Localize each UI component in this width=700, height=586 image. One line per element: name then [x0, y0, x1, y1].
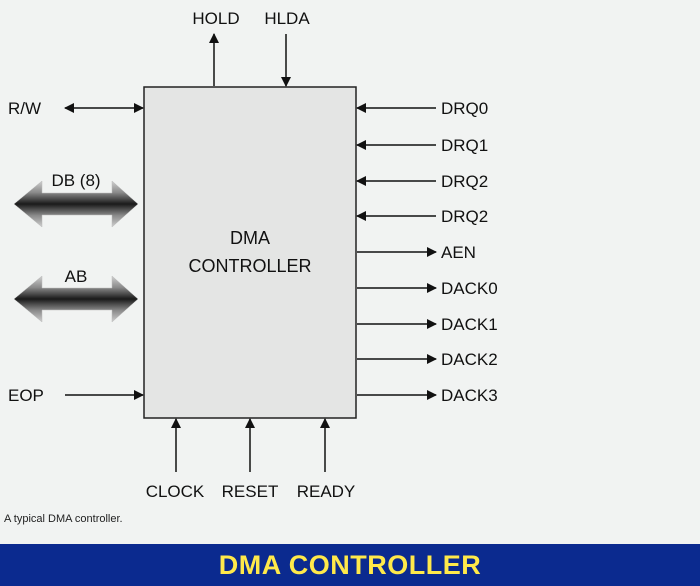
hold-signal: HOLD [192, 9, 240, 86]
dack0-signal: DACK0 [357, 279, 498, 298]
aen-label: AEN [441, 243, 476, 262]
dack2-label: DACK2 [441, 350, 498, 369]
drq1-signal: DRQ1 [356, 136, 488, 155]
address-bus: AB [13, 267, 139, 323]
block-label-line1: DMA [230, 228, 270, 248]
data-bus-label: DB (8) [51, 171, 100, 190]
address-bus-label: AB [65, 267, 88, 286]
data-bus-arrow [13, 180, 139, 228]
dma-diagram: DMA CONTROLLER HOLD HLDA R/W DB (8) AB E… [8, 9, 498, 501]
eop-label: EOP [8, 386, 44, 405]
reset-label: RESET [222, 482, 279, 501]
rw-signal: R/W [8, 99, 144, 118]
drq0-signal: DRQ0 [356, 99, 488, 118]
dack2-signal: DACK2 [357, 350, 498, 369]
title-banner: DMA CONTROLLER [0, 544, 700, 586]
eop-signal: EOP [8, 386, 144, 405]
drq2b-label: DRQ2 [441, 207, 488, 226]
dack1-signal: DACK1 [357, 315, 498, 334]
ready-label: READY [297, 482, 356, 501]
dack3-label: DACK3 [441, 386, 498, 405]
drq1-label: DRQ1 [441, 136, 488, 155]
drq2b-signal: DRQ2 [356, 207, 488, 226]
hlda-label: HLDA [264, 9, 310, 28]
data-bus: DB (8) [13, 171, 139, 228]
hlda-signal: HLDA [264, 9, 310, 87]
dack1-label: DACK1 [441, 315, 498, 334]
aen-signal: AEN [357, 243, 476, 262]
clock-signal: CLOCK [146, 418, 205, 501]
block-label-line2: CONTROLLER [188, 256, 311, 276]
drq2-label: DRQ2 [441, 172, 488, 191]
hold-label: HOLD [192, 9, 239, 28]
banner-title: DMA CONTROLLER [218, 549, 482, 580]
rw-label: R/W [8, 99, 41, 118]
drq2-signal: DRQ2 [356, 172, 488, 191]
dack3-signal: DACK3 [357, 386, 498, 405]
reset-signal: RESET [222, 418, 279, 501]
figure-caption: A typical DMA controller. [4, 513, 123, 525]
ready-signal: READY [297, 418, 356, 501]
clock-label: CLOCK [146, 482, 205, 501]
drq0-label: DRQ0 [441, 99, 488, 118]
dma-controller-block [143, 86, 357, 419]
dack0-label: DACK0 [441, 279, 498, 298]
address-bus-arrow [13, 275, 139, 323]
